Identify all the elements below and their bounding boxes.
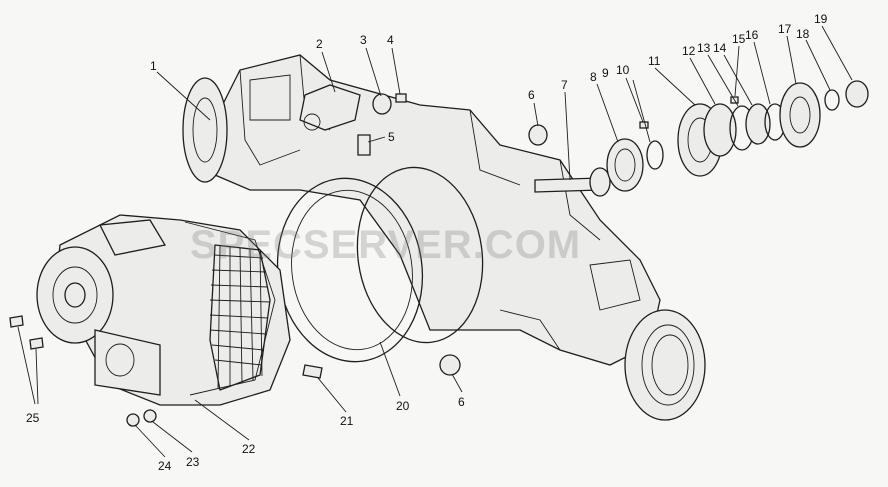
- axle-shaft-part-7: [534, 167, 611, 197]
- callout-2: 2: [316, 37, 323, 51]
- bearing-part-8: [606, 138, 644, 192]
- gasket-part-20: [276, 166, 484, 363]
- gearbox-housing-part-22: [36, 214, 291, 406]
- bearing-part-14: [745, 103, 771, 145]
- callout-21: 21: [340, 414, 354, 428]
- gearbox-grille: [209, 244, 271, 391]
- watermark-text: SPECSERVER.COM: [190, 223, 581, 267]
- callout-11: 11: [648, 54, 661, 68]
- callout-3: 3: [360, 33, 367, 47]
- pin-part-25-a: [9, 315, 24, 328]
- nut-part-23: [143, 409, 157, 423]
- callout-6-lower: 6: [458, 395, 465, 409]
- ring-part-18: [824, 89, 840, 111]
- seal-part-12: [703, 103, 737, 157]
- bushing-part-6-lower: [439, 354, 461, 376]
- callout-8: 8: [590, 70, 597, 84]
- callout-14: 14: [713, 41, 727, 55]
- callout-15: 15: [732, 32, 746, 46]
- leader-lines: [17, 25, 853, 458]
- ring-part-9: [646, 140, 664, 170]
- callout-7: 7: [561, 78, 568, 92]
- left-flange: [182, 77, 228, 183]
- callout-19: 19: [814, 12, 828, 26]
- bolt-part-4: [395, 93, 407, 103]
- callout-17: 17: [778, 22, 792, 36]
- bracket-part-2: [299, 84, 361, 131]
- callout-12: 12: [682, 44, 696, 58]
- pin-part-21: [302, 364, 323, 379]
- callout-4: 4: [387, 33, 394, 47]
- right-hub-end: [624, 309, 706, 421]
- hub-part-17: [779, 82, 821, 148]
- callout-1: 1: [150, 59, 157, 73]
- callout-24: 24: [158, 459, 172, 473]
- callout-16: 16: [745, 28, 759, 42]
- bushing-part-6-upper: [528, 124, 548, 146]
- pin-part-10: [639, 121, 649, 129]
- callout-10: 10: [616, 63, 630, 77]
- callout-23: 23: [186, 455, 200, 469]
- callout-25: 25: [26, 411, 40, 425]
- washer-part-3: [372, 93, 392, 115]
- callout-13: 13: [697, 41, 711, 55]
- bolt-part-5: [357, 134, 371, 156]
- nut-part-19: [845, 80, 869, 108]
- callout-20: 20: [396, 399, 410, 413]
- pin-part-25-b: [29, 337, 44, 350]
- callout-18: 18: [796, 27, 810, 41]
- callout-6-upper: 6: [528, 88, 535, 102]
- axle-housing: [209, 54, 661, 366]
- callout-labels: 1 2 3 4 5 6 7 8 9 10 11 12 13 14 15 16 1…: [26, 12, 828, 473]
- callout-9: 9: [602, 66, 609, 80]
- nut-part-24: [126, 413, 140, 427]
- callout-22: 22: [242, 442, 256, 456]
- callout-5: 5: [388, 130, 395, 144]
